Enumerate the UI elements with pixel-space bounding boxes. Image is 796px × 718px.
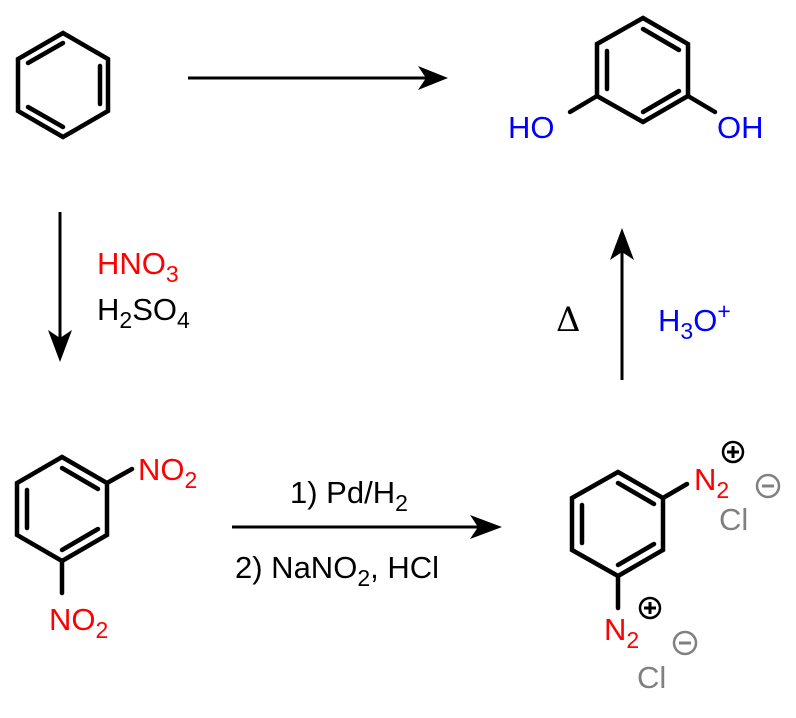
dinitrobenzene-molecule: NO2 NO2 [14, 452, 197, 643]
reagent-sulfuric-acid: H2SO4 [97, 292, 190, 333]
benzene-molecule [15, 30, 111, 140]
reagent-step1: 1) Pd/H2 [290, 475, 408, 516]
diazonium-group-2: N2 [604, 612, 639, 653]
minus-charge-icon [672, 630, 698, 656]
diazonium-group-1: N2 [694, 462, 729, 503]
arrow-hydrolysis [610, 228, 634, 380]
reagent-step2: 2) NaNO2, HCl [235, 550, 439, 591]
arrow-nitration [48, 212, 72, 362]
bisdiazonium-molecule: N2 Cl N2 Cl [569, 440, 781, 695]
hydroxyl-right: OH [717, 110, 764, 145]
arrow-reduction-diazotization [232, 515, 502, 539]
arrow-benzene-to-resorcinol [188, 66, 448, 90]
reagent-hydronium: H3O+ [658, 298, 731, 344]
nitro-group-1: NO2 [138, 452, 197, 493]
minus-charge-icon [755, 473, 781, 499]
plus-charge-icon [638, 596, 662, 620]
hydroxyl-left: HO [508, 110, 555, 145]
chloride-counterion-2: Cl [637, 660, 666, 695]
plus-charge-icon [721, 440, 745, 464]
heat-symbol: Δ [556, 300, 581, 340]
reagent-nitric-acid: HNO3 [97, 246, 179, 287]
nitro-group-2: NO2 [49, 602, 108, 643]
resorcinol-molecule: HO OH [508, 15, 764, 145]
chloride-counterion-1: Cl [719, 502, 748, 537]
